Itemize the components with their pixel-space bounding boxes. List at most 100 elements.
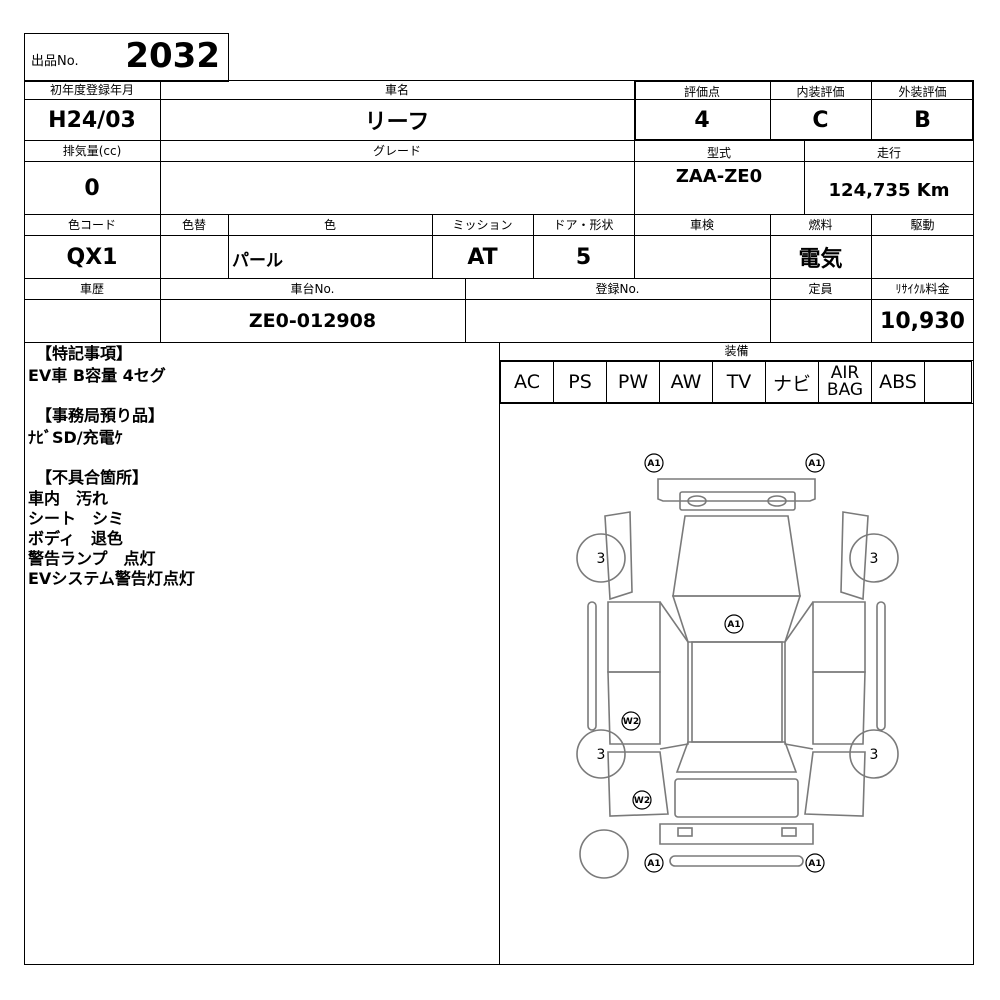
exterior-label: 外装評価 [898,85,947,99]
a-pillar-left [659,601,689,750]
first-reg-label: 初年度登録年月 [49,83,134,97]
history-value [24,300,160,342]
rule [634,214,635,278]
color-value: パール [232,251,283,271]
office-items-title: 【事務局預り品】 [36,406,165,425]
rule [804,140,805,214]
color-code-value: QX1 [66,244,118,270]
damage-mark [724,614,744,634]
capacity-label: 定員 [808,282,833,296]
color-code-label: 色コード [67,218,116,232]
rule [160,214,161,278]
drive-value [871,236,974,278]
defect-item: シート シミ [28,509,125,528]
equip-ac: AC [501,362,554,402]
spare-tire [579,829,629,879]
rule [24,99,974,100]
rear-fender-left [607,751,669,817]
displacement-value: 0 [84,175,100,201]
fuel-value: 電気 [798,247,843,272]
damage-mark-label: W2 [634,796,650,806]
front-fender-right [840,511,869,601]
rule [465,278,466,342]
rule [432,214,433,278]
special-notes-body: EV車 B容量 4セグ [28,366,166,385]
score-value: 4 [694,107,710,133]
tire-rear-left [576,729,626,779]
color-change-label: 色替 [181,218,206,232]
defect-item: ボディ 退色 [28,529,123,548]
damage-mark-label: A1 [647,859,660,869]
lot-box: 出品No. 2032 [24,33,229,82]
inspection-value [634,236,770,278]
defect-item: 警告ランプ 点灯 [28,549,156,568]
rule [871,80,872,140]
tire-front-left [576,533,626,583]
tire-value: 3 [597,747,606,763]
recycle-label: ﾘｻｲｸﾙ料金 [895,282,950,296]
rear-window [675,741,798,773]
equip-navi: ナビ [766,362,819,402]
reg-no-label: 登録No. [595,282,640,296]
capacity-value [770,300,871,342]
displacement-label: 排気量(cc) [62,144,122,158]
car-damage-diagram: 3 3 3 3 A1 A1 A1 W2 W2 A1 A1 [576,453,899,879]
mileage-label: 走行 [876,146,901,160]
defects-title: 【不具合箇所】 [36,468,149,487]
equipment-label: 装備 [724,344,749,358]
roof [691,641,783,743]
damage-mark-label: A1 [727,620,740,630]
damage-mark [621,711,641,731]
damage-mark [632,790,652,810]
drive-label: 駆動 [910,218,935,232]
rule [499,403,974,404]
tire-front-right [849,533,899,583]
model-value: ZAA-ZE0 [675,166,763,187]
equip-aw: AW [660,362,713,402]
rule [871,278,872,342]
rule [533,214,534,278]
chassis-label: 車台No. [290,282,335,296]
tire-value: 3 [597,551,606,567]
front-fender-left [604,511,633,601]
interior-label: 内装評価 [796,85,845,99]
chassis-value: ZE0-012908 [248,310,377,332]
rule [24,299,974,300]
inspection-label: 車検 [689,218,714,232]
front-door-right [812,601,866,673]
door-label: ドア・形状 [553,218,614,232]
rear-light-right [781,827,797,837]
front-emblem-left [687,495,707,507]
rule [160,80,161,140]
damage-mark-label: A1 [808,459,821,469]
rule [770,214,771,278]
special-notes-title: 【特記事項】 [36,344,133,363]
history-label: 車歴 [79,282,104,296]
door-value: 5 [575,244,592,270]
mileage-value: 124,735 Km [828,180,950,201]
hood [672,515,801,597]
front-emblem-right [767,495,787,507]
car-name-value: リーフ [364,110,430,135]
defect-item: 車内 汚れ [28,489,109,508]
rear-fender-right [804,751,866,817]
damage-mark [644,853,664,873]
rule [499,342,500,965]
rule [24,214,974,215]
rule [871,214,872,278]
fuel-label: 燃料 [808,218,833,232]
reg-no-value [465,300,770,342]
rule [499,360,974,361]
a-pillar-right [784,601,814,750]
equip-airbag: AIR BAG [819,362,872,402]
damage-mark-label: W2 [623,717,639,727]
rule [24,235,974,236]
equipment-row: AC PS PW AW TV ナビ AIR BAG ABS [500,361,972,403]
front-bumper [657,478,816,502]
lot-number: 2032 [125,36,220,76]
rear-bumper [659,823,814,845]
rule [160,140,161,214]
rule [24,140,974,141]
rear-door-right [812,671,866,745]
equip-pw: PW [607,362,660,402]
